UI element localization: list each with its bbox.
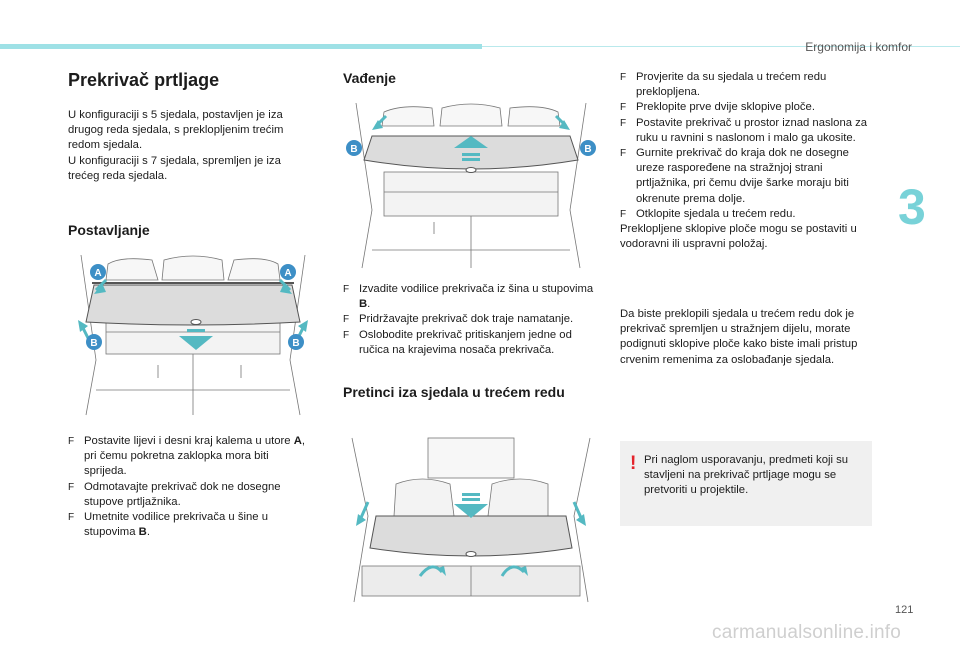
install-heading: Postavljanje <box>68 222 150 238</box>
removal-illustration-svg: B B <box>346 102 596 269</box>
section-title: Prekrivač prtljage <box>68 70 220 90</box>
storage-illustration-svg <box>351 437 591 603</box>
label-marker <box>288 334 304 350</box>
removal-illustration: B B <box>342 100 600 270</box>
page-number: 121 <box>895 604 914 616</box>
warning-box: ! Pri naglom usporavanju, predmeti koji … <box>620 441 872 526</box>
chapter-number: 3 <box>898 179 926 235</box>
page-header: Ergonomija i komfor <box>805 40 912 54</box>
label-marker <box>346 140 362 156</box>
label-b-left: B <box>90 338 97 349</box>
intro-text: U konfiguraciji s 5 sjedala, postavljen … <box>68 108 308 184</box>
removal-heading: Vađenje <box>343 70 396 86</box>
install-illustration: A A B B <box>66 250 320 418</box>
warning-text: Pri naglom usporavanju, predmeti koji su… <box>644 454 849 497</box>
storage-heading: Pretinci iza sjedala u trećem redu <box>343 384 565 400</box>
label-marker <box>86 334 102 350</box>
label-marker <box>280 264 296 280</box>
label-b-right: B <box>292 338 299 349</box>
intro-paragraph-1: U konfiguraciji s 5 sjedala, postavljen … <box>68 109 284 152</box>
label-marker <box>580 140 596 156</box>
install-illustration-svg: A A B B <box>78 254 308 416</box>
label-b-right: B <box>584 144 591 155</box>
label-marker <box>90 264 106 280</box>
seat-folding-paragraph: Da biste preklopili sjedala u trećem red… <box>620 308 858 366</box>
intro-paragraph-2: U konfiguraciji s 7 sjedala, spremljen j… <box>68 154 281 182</box>
header-rule <box>482 46 960 47</box>
label-a-left: A <box>94 268 101 279</box>
label-b-left: B <box>350 144 357 155</box>
header-accent-bar <box>0 44 482 49</box>
label-a-right: A <box>284 268 291 279</box>
warning-icon: ! <box>630 453 637 474</box>
storage-illustration <box>342 436 600 604</box>
watermark: carmanualsonline.info <box>712 622 902 643</box>
folding-panels-note: Preklopljene sklopive ploče mogu se post… <box>620 223 857 251</box>
